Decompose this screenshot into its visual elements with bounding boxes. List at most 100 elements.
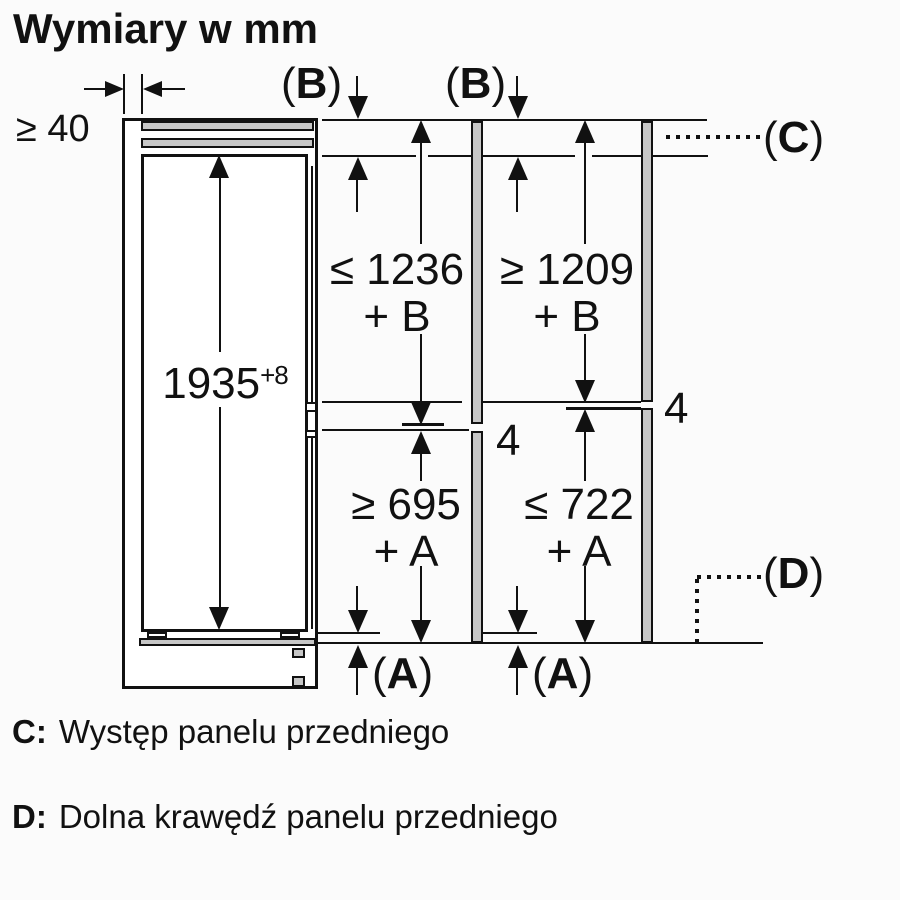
niche-height-arrow-up-icon <box>209 155 229 178</box>
callout-open-paren: ( <box>281 59 296 108</box>
lower-right-arrow-up-icon <box>575 409 595 432</box>
d-dotted-leader-horizontal <box>697 575 761 579</box>
upper-left-addend: + B <box>363 292 431 341</box>
lower-left-addend: + A <box>373 527 439 576</box>
callout-b-left: (B) <box>281 62 342 106</box>
b-right-up-shaft <box>516 179 518 212</box>
appliance-foot-right <box>280 632 300 638</box>
lower-right-shaft-a <box>584 432 586 481</box>
appliance-top-line-e <box>653 155 708 157</box>
lower-left-shaft-a <box>420 453 422 481</box>
door-bottom-line-left <box>317 632 380 634</box>
niche-height-shaft-upper <box>219 176 221 352</box>
appliance-lower-door-edge <box>311 437 313 629</box>
panel-gap-value-left: 4 <box>496 416 521 465</box>
lower-left-value: ≥ 695 <box>351 480 461 529</box>
clearance-tick-right <box>141 74 143 114</box>
lower-door-top-line-left <box>322 429 469 431</box>
panel-gap-value-right: 4 <box>664 384 689 433</box>
clearance-shaft-left <box>84 88 106 90</box>
b-right-arrow-up-icon <box>508 157 528 180</box>
panel-gap-top-edge-left <box>402 423 444 426</box>
appliance-top-line-b <box>428 155 472 157</box>
callout-open-paren: ( <box>763 113 778 162</box>
vent-slot-second <box>141 138 314 148</box>
appliance-foot-left <box>147 632 167 638</box>
lower-right-addend: + A <box>546 527 612 576</box>
b-left-arrow-up-icon <box>348 157 368 180</box>
appliance-upper-door-edge <box>311 166 313 402</box>
lower-left-arrow-down-icon <box>411 620 431 643</box>
upper-left-value: ≤ 1236 <box>329 245 465 294</box>
callout-letter: D <box>777 549 810 598</box>
legend-term-c: C: <box>12 713 47 750</box>
b-left-up-shaft <box>356 179 358 212</box>
a-right-down-shaft <box>516 586 518 612</box>
callout-letter: B <box>295 59 328 108</box>
spacer-block-upper <box>292 648 305 658</box>
callout-letter: C <box>777 113 810 162</box>
front-panel-right-upper <box>641 121 653 402</box>
callout-a-right: (A) <box>532 652 593 696</box>
a-left-arrow-down-icon <box>348 610 368 633</box>
a-right-arrow-down-icon <box>508 610 528 633</box>
upper-left-arrow-down-icon <box>411 402 431 425</box>
a-left-up-shaft <box>356 667 358 695</box>
panel-gap-bottom-edge-right <box>566 407 641 410</box>
clearance-arrow-right-icon <box>105 81 124 97</box>
callout-c: (C) <box>763 116 824 160</box>
callout-open-paren: ( <box>445 59 460 108</box>
lower-right-value: ≤ 722 <box>524 480 634 529</box>
appliance-top-line-a <box>322 155 416 157</box>
niche-height-tolerance: +8 <box>260 360 289 390</box>
callout-open-paren: ( <box>372 649 387 698</box>
niche-height-shaft-lower <box>219 407 221 609</box>
panel-top-reference-line <box>322 119 707 121</box>
callout-b-right: (B) <box>445 62 506 106</box>
door-bottom-line-right <box>483 632 537 634</box>
callout-close-paren: ) <box>809 549 825 598</box>
callout-close-paren: ) <box>418 649 434 698</box>
upper-right-arrow-down-icon <box>575 380 595 403</box>
upper-left-arrow-up-icon <box>411 120 431 143</box>
panel-gap-top-line-right <box>483 401 641 403</box>
appliance-top-line-d <box>592 155 641 157</box>
upper-right-addend: + B <box>533 292 601 341</box>
legend-term-d: D: <box>12 798 47 835</box>
callout-close-paren: ) <box>809 113 825 162</box>
panel-bottom-reference-line <box>317 642 763 644</box>
callout-a-left: (A) <box>372 652 433 696</box>
c-dotted-leader <box>666 135 760 139</box>
lower-right-arrow-down-icon <box>575 620 595 643</box>
b-right-arrow-down-icon <box>508 96 528 119</box>
callout-d: (D) <box>763 552 824 596</box>
callout-open-paren: ( <box>532 649 547 698</box>
front-panel-left-upper <box>471 121 483 424</box>
callout-open-paren: ( <box>763 549 778 598</box>
a-right-arrow-up-icon <box>508 645 528 668</box>
upper-right-value: ≥ 1209 <box>499 245 635 294</box>
upper-right-arrow-up-icon <box>575 120 595 143</box>
upper-door-bottom-line-left <box>322 401 462 403</box>
upper-right-shaft-b <box>584 334 586 382</box>
lower-panel-right-dimension: ≤ 722 + A <box>509 481 649 575</box>
upper-panel-right-dimension: ≥ 1209 + B <box>497 246 637 340</box>
lower-right-shaft-b <box>584 566 586 622</box>
appliance-top-line-c <box>483 155 575 157</box>
clearance-arrow-left-icon <box>143 81 162 97</box>
callout-close-paren: ) <box>327 59 343 108</box>
callout-letter: A <box>386 649 419 698</box>
legend-row-d: D:Dolna krawędź panelu przedniego <box>12 800 558 833</box>
upper-right-shaft-a <box>584 142 586 244</box>
niche-height-value: 1935+8 <box>145 360 305 413</box>
niche-height-arrow-down-icon <box>209 607 229 630</box>
clearance-shaft-right <box>161 88 185 90</box>
callout-close-paren: ) <box>491 59 507 108</box>
upper-panel-left-dimension: ≤ 1236 + B <box>327 246 467 340</box>
plinth-bar <box>139 638 316 646</box>
clearance-tick-left <box>123 74 125 114</box>
vent-slot-top <box>141 121 314 131</box>
d-dotted-leader-vertical <box>695 579 699 645</box>
page-title: Wymiary w mm <box>13 5 319 52</box>
